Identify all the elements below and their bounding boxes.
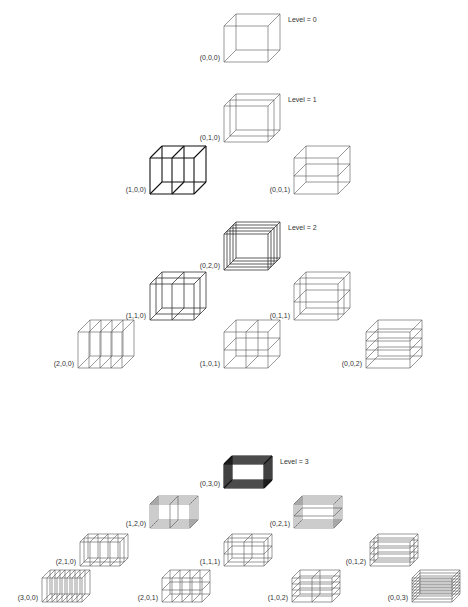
grid-cube [366, 320, 422, 368]
grid-index-label: (1,1,0) [126, 312, 146, 320]
grid-cube [224, 320, 280, 368]
grid-cube [224, 14, 280, 62]
grid-cube [224, 222, 280, 270]
grid-index-label: (1,1,1) [200, 558, 220, 566]
grid-cube [292, 570, 340, 602]
grid-index-label: (1,0,0) [126, 186, 146, 194]
grid-cube [294, 272, 350, 320]
grid-index-label: (0,0,3) [388, 594, 408, 602]
grid-cube [370, 534, 418, 566]
grid-cube [80, 534, 128, 566]
grid-index-label: (0,1,0) [200, 134, 220, 142]
grid-cube [162, 570, 210, 602]
grid-index-label: (0,2,0) [200, 262, 220, 270]
grid-index-label: (3,0,0) [18, 594, 38, 602]
grid-cube [224, 94, 280, 142]
grid-index-label: (1,0,2) [268, 594, 288, 602]
grid-index-label: (0,0,1) [270, 186, 290, 194]
grid-cube [78, 320, 134, 368]
grid-cube [294, 146, 350, 194]
grid-cube [294, 496, 342, 528]
grid-index-label: (0,0,2) [342, 360, 362, 368]
grid-index-label: (0,2,1) [270, 520, 290, 528]
grid-index-label: (0,1,1) [270, 312, 290, 320]
grid-index-label: (2,0,0) [54, 360, 74, 368]
grid-index-label: (1,2,0) [126, 520, 146, 528]
grid-cube [150, 272, 206, 320]
level-label: Level = 2 [288, 224, 317, 232]
grid-cube [150, 146, 206, 194]
grid-cube [42, 570, 90, 602]
grid-index-label: (0,1,2) [346, 558, 366, 566]
grid-index-label: (1,0,1) [200, 360, 220, 368]
grid-index-label: (0,3,0) [200, 480, 220, 488]
level-label: Level = 0 [288, 16, 317, 24]
grid-cube [224, 534, 272, 566]
grid-cube [412, 570, 460, 602]
grid-index-label: (2,1,0) [56, 558, 76, 566]
grid-cube [150, 496, 198, 528]
level-label: Level = 1 [288, 96, 317, 104]
grid-index-label: (2,0,1) [138, 594, 158, 602]
level-label: Level = 3 [280, 458, 309, 466]
grid-index-label: (0,0,0) [200, 54, 220, 62]
grid-cube [224, 456, 272, 488]
